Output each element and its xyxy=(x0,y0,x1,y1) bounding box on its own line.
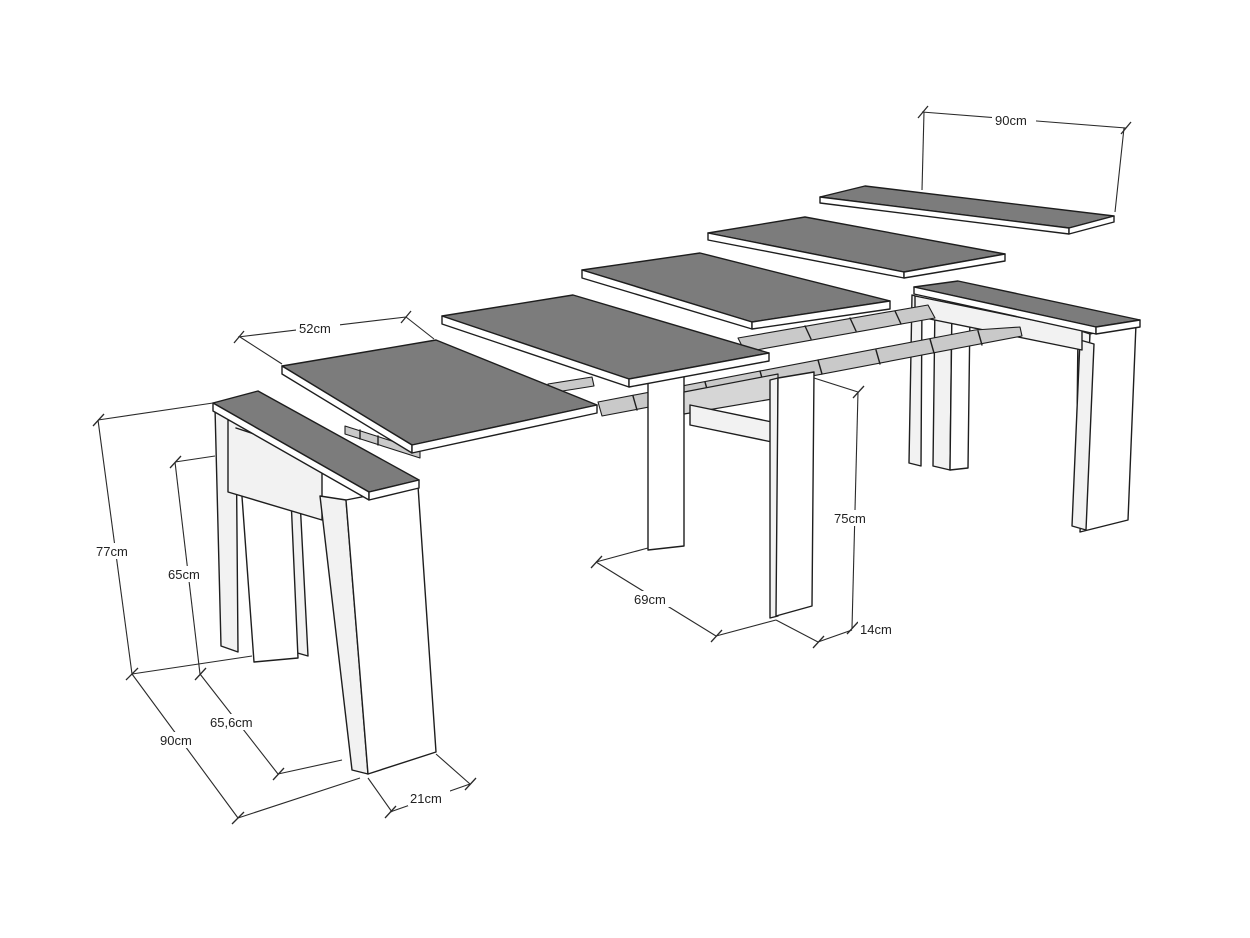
middle-apron-lower xyxy=(689,404,773,443)
right-rear-leg-c xyxy=(949,305,971,471)
left-console-top-edge-r xyxy=(368,479,420,501)
middle-front-leg xyxy=(775,371,815,617)
middle-back-leg xyxy=(647,361,685,551)
label-inner-depth: 65,6cm xyxy=(210,715,253,730)
label-leg-width: 21cm xyxy=(410,791,442,806)
label-leaf-depth: 52cm xyxy=(299,321,331,336)
extension-leaf-2 xyxy=(441,294,770,388)
label-middle-span: 69cm xyxy=(634,592,666,607)
label-height-middle: 75cm xyxy=(834,511,866,526)
right-end-console xyxy=(908,280,1141,533)
label-middle-leg: 14cm xyxy=(860,622,892,637)
right-front-leg-side xyxy=(1071,339,1095,531)
label-height-total: 77cm xyxy=(96,544,128,559)
right-console-top-edge-r xyxy=(1095,319,1141,335)
extension-leaf-1 xyxy=(281,339,598,454)
label-top-width: 90cm xyxy=(995,113,1027,128)
extension-leaf-4 xyxy=(707,216,1006,279)
label-depth-closed: 90cm xyxy=(160,733,192,748)
extension-leaf-5 xyxy=(819,185,1115,235)
label-height-inner: 65cm xyxy=(168,567,200,582)
extension-leaf-3 xyxy=(581,252,891,330)
dimension-labels: 90cm 52cm 77cm 65cm 90cm 65,6cm 21cm 75c… xyxy=(94,112,1036,806)
left-end-console xyxy=(212,390,437,775)
middle-leg-assembly xyxy=(647,361,815,619)
right-rear-leg-b xyxy=(932,301,953,471)
